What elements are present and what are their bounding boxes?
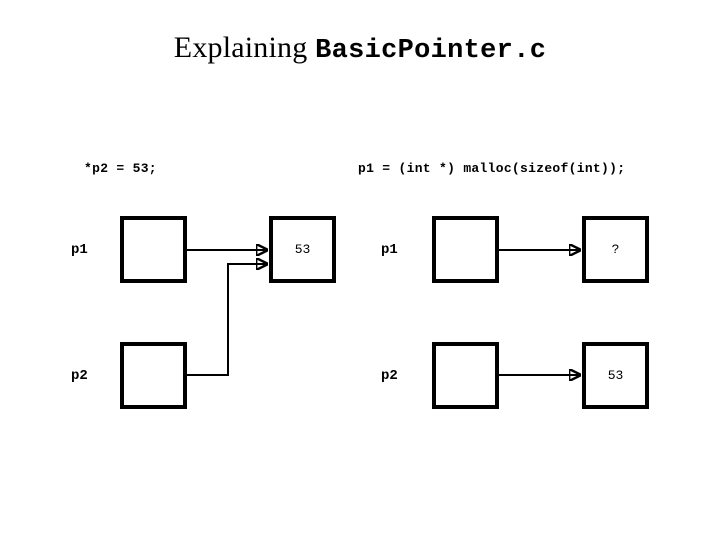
code-caption-left: *p2 = 53; xyxy=(84,161,157,176)
left-label-p2: p2 xyxy=(71,368,88,384)
right-target-box-p2-value: 53 xyxy=(607,368,624,383)
right-pointer-box-p2 xyxy=(432,342,499,409)
left-shared-target-box: 53 xyxy=(269,216,336,283)
page-title: Explaining BasicPointer.c xyxy=(0,33,720,65)
right-pointer-box-p1-value xyxy=(436,220,495,279)
arrow-left-p2-to-target xyxy=(187,264,267,376)
left-label-p1: p1 xyxy=(71,242,88,258)
left-pointer-box-p1 xyxy=(120,216,187,283)
right-label-p1: p1 xyxy=(381,242,398,258)
code-caption-right: p1 = (int *) malloc(sizeof(int)); xyxy=(358,161,626,176)
right-pointer-box-p1 xyxy=(432,216,499,283)
right-target-box-p1-value: ? xyxy=(611,242,620,257)
right-target-box-p1: ? xyxy=(582,216,649,283)
right-pointer-box-p2-value xyxy=(436,346,495,405)
left-shared-target-value: 53 xyxy=(294,242,311,257)
left-pointer-box-p1-value xyxy=(124,220,183,279)
right-target-box-p2: 53 xyxy=(582,342,649,409)
right-label-p2: p2 xyxy=(381,368,398,384)
left-pointer-box-p2 xyxy=(120,342,187,409)
title-prefix: Explaining xyxy=(173,31,316,64)
left-pointer-box-p2-value xyxy=(124,346,183,405)
title-filename: BasicPointer.c xyxy=(315,36,547,66)
